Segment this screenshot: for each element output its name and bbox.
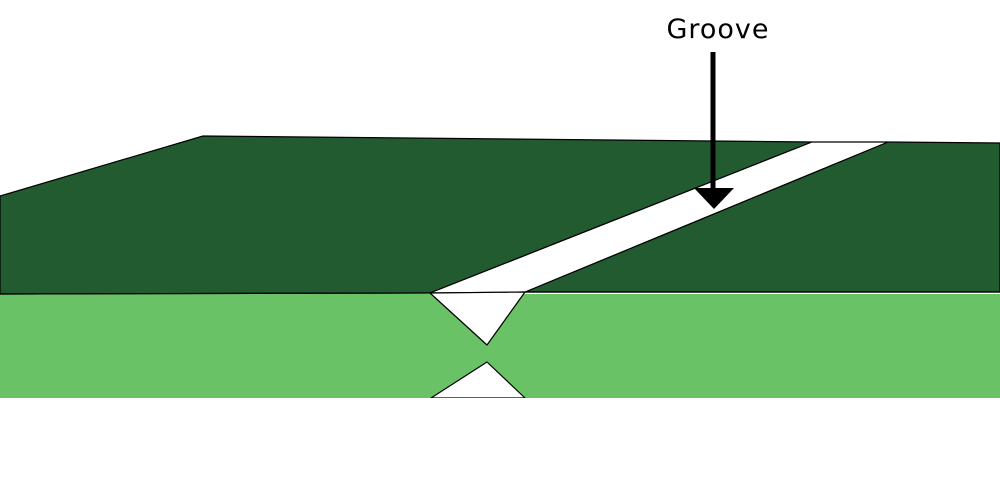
groove-v-notch-upper	[429, 291, 526, 346]
slab-front-top-edge	[0, 292, 431, 295]
callout-label-groove: Groove	[666, 14, 769, 45]
background-below-slab	[0, 398, 1000, 500]
callout-arrow-head	[694, 188, 734, 209]
